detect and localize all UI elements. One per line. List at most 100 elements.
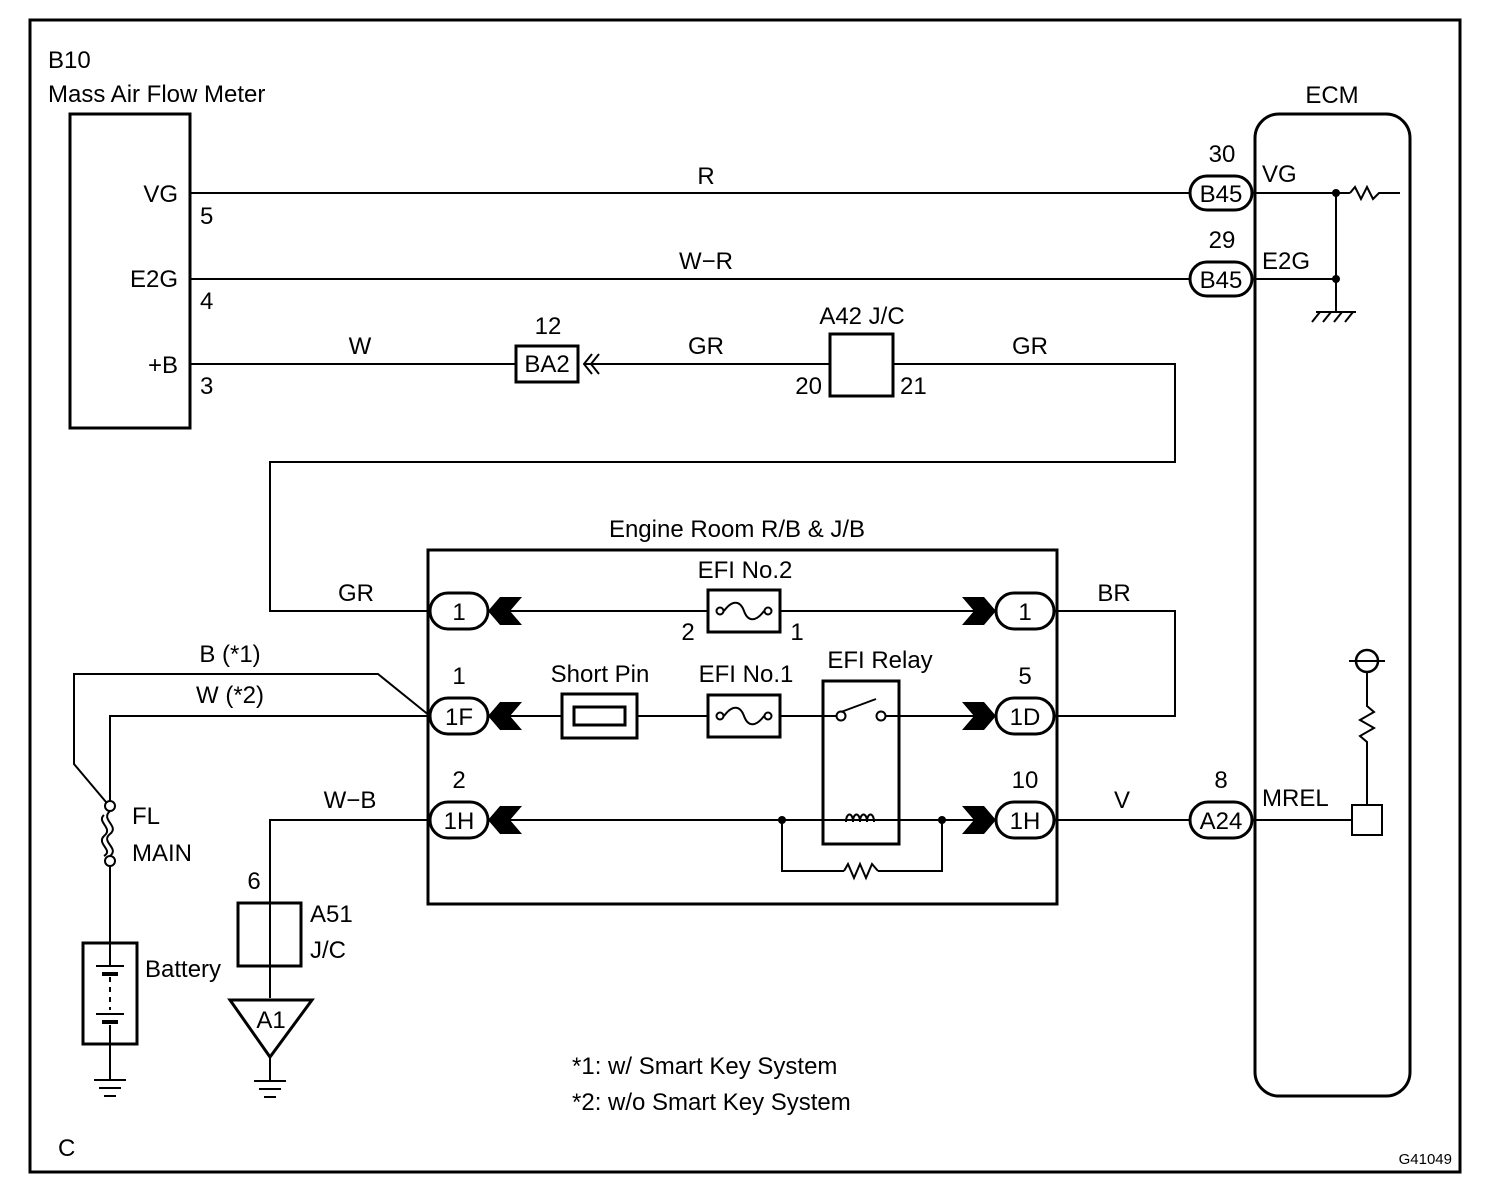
efi-no2-pin-left: 2 (681, 619, 694, 646)
a42-label: A42 J/C (819, 303, 904, 330)
er-resistor-wire-left (781, 820, 844, 872)
a51-label-1: A51 (310, 901, 353, 928)
er-connector-left-1h-pin: 2 (452, 767, 465, 794)
er-connector-1d-pin: 5 (1018, 663, 1031, 690)
fl-main-label-1: FL (132, 803, 160, 830)
wire-wb-color: W−B (324, 787, 377, 814)
ecm-vg-resistor-icon (1349, 184, 1400, 202)
ecm-box (1253, 112, 1412, 1098)
er-arrow-1h-left-icon (488, 806, 522, 834)
fl-main-terminal-bottom (104, 855, 116, 867)
er-connector-left-1-label: 1 (452, 599, 465, 626)
figure-id: G41049 (1399, 1151, 1452, 1168)
connector-a24-label: A24 (1200, 808, 1243, 835)
maf-box (68, 112, 192, 430)
engine-room-box (426, 548, 1059, 906)
battery-icon (96, 943, 124, 1044)
ba2-pin: 12 (535, 313, 562, 340)
connector-b45-e2g-label: B45 (1200, 267, 1243, 294)
er-arrow-left-1-icon (488, 597, 522, 625)
a51-label-2: J/C (310, 937, 346, 964)
wire-ba2-a42-color: GR (688, 333, 724, 360)
er-connector-1h-right-label: 1H (1010, 808, 1041, 835)
efi-relay-coil-icon (845, 813, 875, 823)
ecm-e2g-junction (1332, 275, 1340, 283)
ecm-mrel-label: MREL (1262, 785, 1329, 812)
ecm-name: ECM (1305, 82, 1358, 109)
ecm-pin-8: 8 (1214, 767, 1227, 794)
fl-main-fusible-link-icon (101, 810, 114, 857)
efi-no1-fuse-icon (715, 706, 773, 726)
maf-code: B10 (48, 47, 91, 74)
note-1: *1: w/ Smart Key System (572, 1053, 837, 1080)
efi-no1-label: EFI No.1 (699, 661, 794, 688)
wire-fl-w (109, 715, 430, 801)
maf-name: Mass Air Flow Meter (48, 81, 265, 108)
ground-a1-label: A1 (256, 1007, 285, 1034)
short-pin-inner (572, 705, 627, 727)
wire-a42-out-color: GR (1012, 333, 1048, 360)
ecm-chassis-ground-icon (1311, 311, 1356, 323)
wire-to-er-color: GR (338, 580, 374, 607)
wire-e2g-color: W−R (679, 248, 733, 275)
er-arrow-1d-icon (962, 702, 996, 730)
er-connector-1h-left-label: 1H (444, 808, 475, 835)
note-2: *2: w/o Smart Key System (572, 1089, 851, 1116)
er-connector-left-1f-pin: 1 (452, 663, 465, 690)
er-resistor-icon (843, 861, 879, 881)
er-connector-right-1-label: 1 (1018, 599, 1031, 626)
a42-pin-20: 20 (795, 373, 822, 400)
er-connector-1h-right-pin: 10 (1012, 767, 1039, 794)
connector-ba2-label: BA2 (524, 351, 569, 378)
wire-fl-b-label: B (*1) (199, 641, 260, 668)
er-arrow-1h-right-icon (962, 806, 996, 834)
corner-label: C (58, 1135, 75, 1162)
er-connector-1d-label: 1D (1010, 704, 1041, 731)
er-resistor-wire-right (878, 820, 943, 872)
wire-br-color: BR (1097, 580, 1130, 607)
connector-ba2 (514, 344, 580, 384)
ground-a1-triangle (227, 998, 315, 1060)
connector-b45-vg-label: B45 (1200, 181, 1243, 208)
ecm-mrel-resistor-icon (1357, 672, 1377, 805)
wire-fl-w-label: W (*2) (196, 682, 264, 709)
a42-pin-21: 21 (900, 373, 927, 400)
maf-pin-b-label: +B (148, 352, 178, 379)
battery-label: Battery (145, 956, 221, 983)
er-arrow-right-1-icon (962, 597, 996, 625)
ecm-mrel-transistor-box (1351, 804, 1383, 836)
a51-pin: 6 (247, 868, 260, 895)
er-connector-1f-label: 1F (445, 704, 473, 731)
efi-relay-switch-icon (835, 698, 887, 722)
wire-plus-b-color: W (349, 333, 372, 360)
engine-room-title: Engine Room R/B & J/B (609, 516, 865, 543)
efi-relay-label: EFI Relay (827, 647, 932, 674)
ecm-pin-29: 29 (1209, 227, 1236, 254)
maf-pin-e2g-num: 4 (200, 288, 213, 315)
maf-pin-b-num: 3 (200, 373, 213, 400)
ecm-power-supply-icon (1349, 648, 1385, 674)
fl-main-label-2: MAIN (132, 840, 192, 867)
wire-br-loop (1054, 610, 1176, 717)
er-arrow-1f-icon (488, 702, 522, 730)
wire-vg-color: R (697, 163, 714, 190)
efi-no2-label: EFI No.2 (698, 557, 793, 584)
ecm-pin-30: 30 (1209, 141, 1236, 168)
ecm-vg-label: VG (1262, 161, 1297, 188)
maf-pin-e2g-label: E2G (130, 266, 178, 293)
short-pin-label: Short Pin (551, 661, 650, 688)
a42-box (828, 332, 895, 398)
ecm-e2g-label: E2G (1262, 248, 1310, 275)
fl-main-terminal-top (104, 800, 116, 812)
maf-pin-vg-num: 5 (200, 203, 213, 230)
a1-ground-icon (254, 1080, 286, 1098)
maf-pin-vg-label: VG (143, 181, 178, 208)
wire-mrel-color: V (1114, 787, 1130, 814)
wire-a42-to-er (269, 363, 1176, 612)
wire-fl-b (73, 673, 431, 803)
efi-no2-pin-right: 1 (790, 619, 803, 646)
battery-ground-icon (94, 1079, 126, 1097)
efi-no2-fuse-icon (715, 601, 773, 621)
diagram-frame (28, 18, 1462, 1174)
